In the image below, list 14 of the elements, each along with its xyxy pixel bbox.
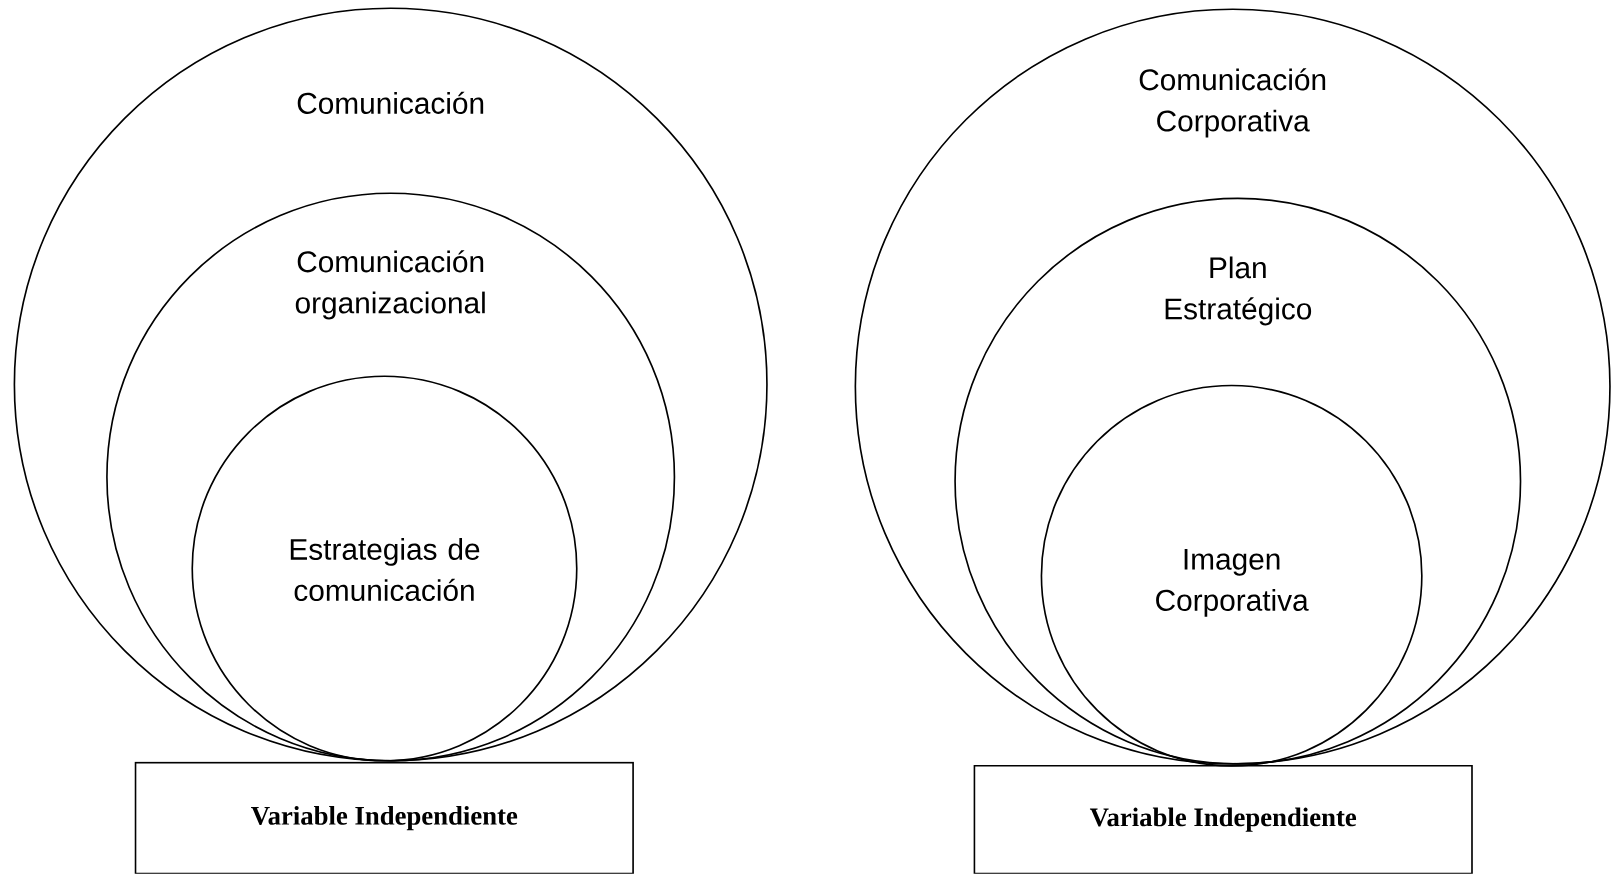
circle-label: Plan Estratégico xyxy=(1165,256,1312,326)
circle-label: Comunicación xyxy=(297,91,484,114)
circle xyxy=(191,375,578,762)
circle-label: Comunicación organizacional xyxy=(295,250,485,320)
circle xyxy=(854,8,1611,765)
circle-label: Imagen Corporativa xyxy=(1156,549,1309,617)
circle-label: Comunicación Corporativa xyxy=(1139,68,1326,138)
circle xyxy=(13,7,768,762)
circle xyxy=(106,192,676,762)
circle-label: Estrategias de comunicación xyxy=(290,538,480,602)
circle xyxy=(954,197,1522,765)
variable-box: Variable Independiente xyxy=(973,764,1473,874)
variable-box: Variable Independiente xyxy=(134,761,634,874)
circle xyxy=(1040,384,1423,767)
